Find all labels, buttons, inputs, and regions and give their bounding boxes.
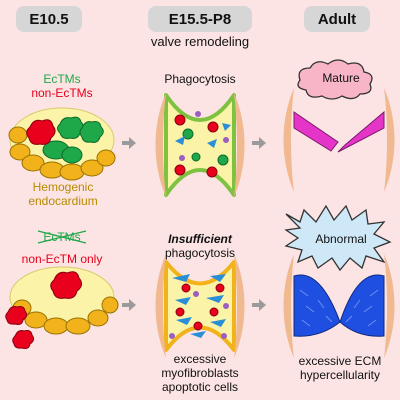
abnormal-valve [283, 254, 395, 358]
label-excessive-ecm: excessive ECM [298, 354, 382, 368]
label-hemogenic: Hemogenic [32, 180, 94, 194]
label-non-ectms: non-EcTMs [31, 86, 93, 100]
bottom-red-non-ectm-cells [5, 271, 83, 349]
arrow-top-2 [252, 137, 266, 149]
header-e10-5: E10.5 [16, 6, 82, 32]
label-ectms-struck: EcTMs [43, 230, 81, 244]
bottom-remodeling-valve [155, 254, 245, 358]
label-excessive: excessive [173, 352, 227, 366]
mature-valve [283, 88, 395, 192]
abnormal-starburst [284, 204, 392, 272]
label-mature: Mature [322, 71, 360, 85]
top-remodeling-valve [155, 93, 245, 197]
arrow-bottom-1 [122, 299, 136, 311]
label-hypercellularity: hypercellularity [299, 368, 381, 382]
label-insufficient: Insufficient [168, 232, 232, 246]
label-phagocytosis-bottom: phagocytosis [164, 246, 236, 260]
header-adult: Adult [304, 6, 370, 32]
top-hemogenic-endocardium [8, 107, 116, 181]
label-abnormal: Abnormal [315, 232, 367, 246]
header-e15-5-p8: E15.5-P8 [148, 6, 252, 32]
arrow-bottom-2 [252, 299, 266, 311]
top-red-non-ectm-cell [26, 119, 56, 145]
label-apoptotic-cells: apoptotic cells [161, 380, 239, 394]
mature-cloud [297, 59, 373, 100]
top-green-ectm-cells [57, 116, 104, 143]
label-phagocytosis: Phagocytosis [164, 72, 236, 86]
label-ectms: EcTMs [43, 72, 81, 86]
label-non-ectm-only: non-EcTM only [21, 252, 103, 266]
ectms-strikethrough [37, 230, 87, 244]
label-endocardium: endocardium [28, 194, 98, 208]
arrow-top-1 [122, 137, 136, 149]
progression-arrows [122, 137, 266, 311]
label-myofibroblasts: myofibroblasts [161, 366, 239, 380]
subtitle-valve-remodeling: valve remodeling [150, 34, 250, 49]
